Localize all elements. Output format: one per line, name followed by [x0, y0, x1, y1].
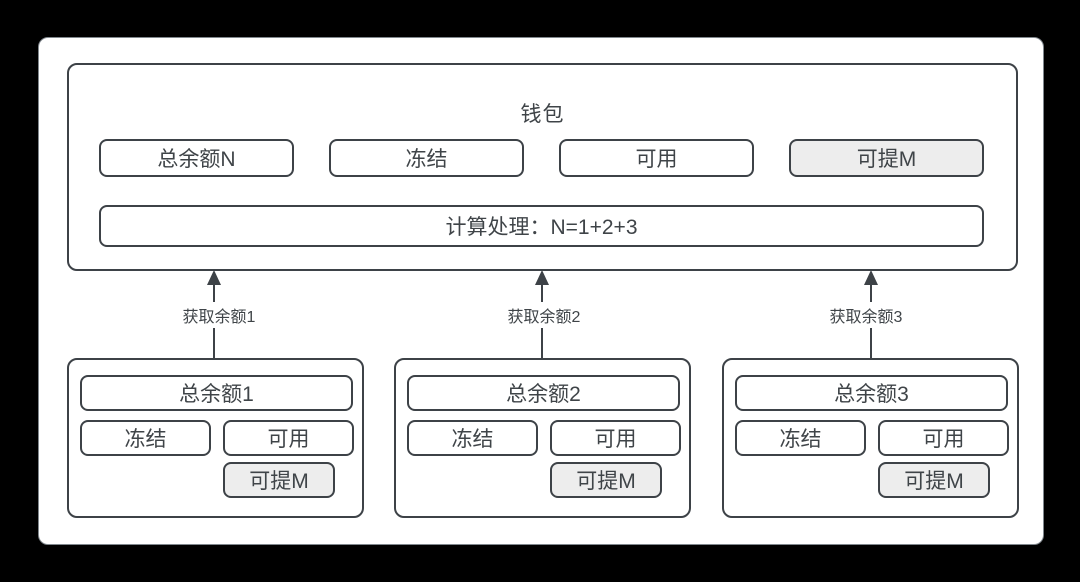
withdrawable-m-box: 可提M [878, 462, 990, 498]
available-box: 可用 [878, 420, 1009, 456]
arrow-label-1: 获取余额1 [179, 302, 259, 328]
wallet-box: 钱包 总余额N 冻结 可用 可提M 计算处理：N=1+2+3 [67, 63, 1018, 271]
frozen-box: 冻结 [407, 420, 538, 456]
withdrawable-m-box: 可提M [550, 462, 662, 498]
arrow-label-2: 获取余额2 [504, 302, 584, 328]
arrow-up-icon [207, 270, 221, 285]
wallet-chip-row: 总余额N 冻结 可用 可提M [99, 139, 984, 177]
withdrawable-m-box: 可提M [223, 462, 335, 498]
total-balance-1-box: 总余额1 [80, 375, 353, 411]
arrow-up-icon [535, 270, 549, 285]
account-panel-1: 总余额1 冻结 可用 可提M [67, 358, 364, 518]
arrow-up-icon [864, 270, 878, 285]
frozen-box: 冻结 [735, 420, 866, 456]
calc-processing-box: 计算处理：N=1+2+3 [99, 205, 984, 247]
chip-frozen: 冻结 [329, 139, 524, 177]
account-panel-3: 总余额3 冻结 可用 可提M [722, 358, 1019, 518]
account-panel-2: 总余额2 冻结 可用 可提M [394, 358, 691, 518]
chip-available: 可用 [559, 139, 754, 177]
diagram-canvas: 钱包 总余额N 冻结 可用 可提M 计算处理：N=1+2+3 获取余额1 获取余… [38, 37, 1044, 545]
frozen-box: 冻结 [80, 420, 211, 456]
wallet-title: 钱包 [520, 103, 565, 126]
total-balance-3-box: 总余额3 [735, 375, 1008, 411]
total-balance-2-box: 总余额2 [407, 375, 680, 411]
available-box: 可用 [223, 420, 354, 456]
available-box: 可用 [550, 420, 681, 456]
arrow-label-3: 获取余额3 [826, 302, 906, 328]
chip-total-balance-n: 总余额N [99, 139, 294, 177]
chip-withdrawable-m: 可提M [789, 139, 984, 177]
